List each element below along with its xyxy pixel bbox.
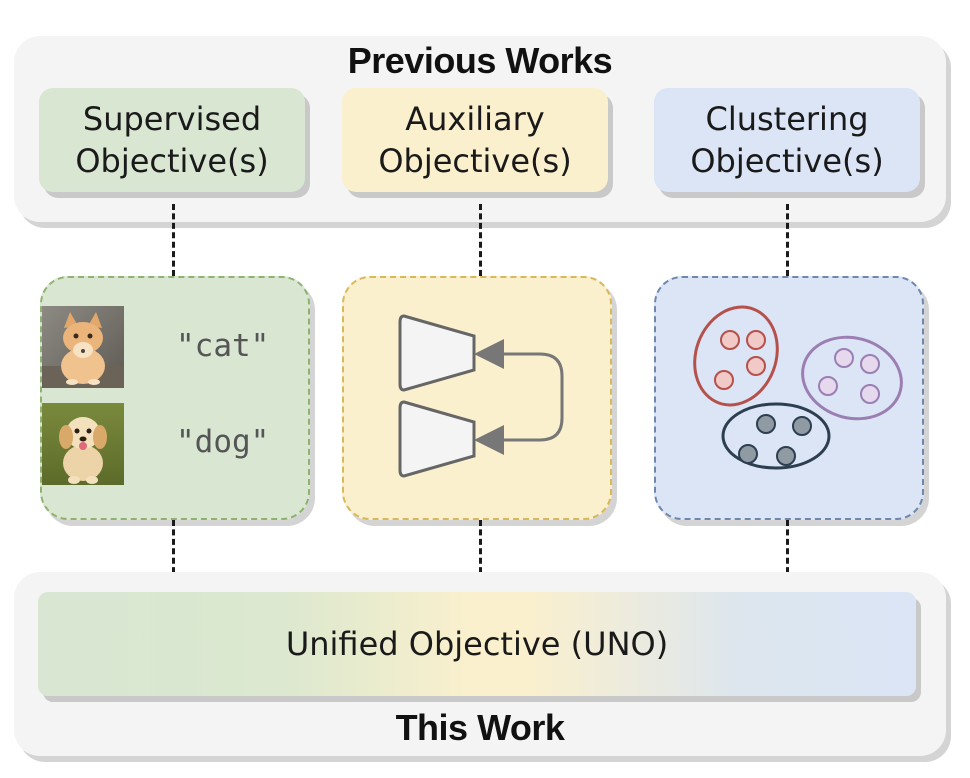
red-cluster-icon <box>693 305 779 407</box>
connector-clustering-bottom <box>786 520 789 592</box>
this-work-panel: Unified Objective (UNO) This Work <box>14 572 946 756</box>
previous-works-title: Previous Works <box>347 40 613 81</box>
clusters-icon <box>693 305 903 470</box>
encoder-lower-icon <box>398 400 476 478</box>
auxiliary-card <box>342 276 612 520</box>
clustering-objective-box: Clustering Objective(s) <box>654 88 920 192</box>
auxiliary-objective-box: Auxiliary Objective(s) <box>342 88 608 192</box>
dog-label: "dog" <box>176 424 270 460</box>
auxiliary-objective-line1: Auxiliary <box>405 100 545 138</box>
supervised-objective-line1: Supervised <box>82 100 262 138</box>
auxiliary-objective-line2: Objective(s) <box>378 142 572 180</box>
clustering-objective-line2: Objective(s) <box>690 142 884 180</box>
connector-supervised-top <box>172 204 175 276</box>
connector-auxiliary-bottom <box>479 520 482 592</box>
cat-label: "cat" <box>176 328 270 364</box>
feedback-loop-icon <box>480 352 564 442</box>
dog-photo-icon <box>42 403 124 485</box>
encoder-feedback-icon <box>398 314 564 478</box>
unified-objective-box: Unified Objective (UNO) <box>38 592 916 696</box>
connector-clustering-top <box>786 204 789 276</box>
clustering-objective-line1: Clustering <box>705 100 869 138</box>
connector-supervised-bottom <box>172 520 175 592</box>
this-work-title: This Work <box>395 707 565 748</box>
unified-objective-label: Unified Objective (UNO) <box>285 625 669 663</box>
cat-photo-icon <box>42 306 124 388</box>
encoder-upper-icon <box>398 314 476 392</box>
previous-works-panel: Previous Works Supervised Objective(s) A… <box>14 36 946 222</box>
supervised-objective-box: Supervised Objective(s) <box>39 88 305 192</box>
supervised-card: "cat" "dog" <box>40 276 310 520</box>
purple-cluster-icon <box>801 335 903 421</box>
clustering-card <box>654 276 924 520</box>
supervised-objective-line2: Objective(s) <box>75 142 269 180</box>
connector-auxiliary-top <box>479 204 482 276</box>
navy-cluster-icon <box>721 402 831 470</box>
